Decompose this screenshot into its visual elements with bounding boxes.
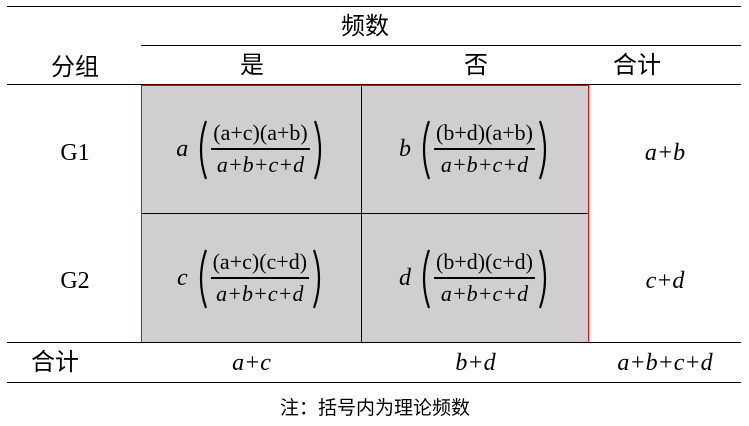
right-paren-icon: [538, 249, 547, 308]
cell-g2-yes: c (a+c)(c+d)a+b+c+d: [142, 215, 361, 342]
formula: c (a+c)(c+d)a+b+c+d: [177, 248, 326, 310]
left-paren-icon: [422, 249, 431, 308]
row-total-g1: a+b: [644, 140, 686, 166]
cell-g1-yes: a (a+c)(a+b)a+b+c+d: [142, 86, 361, 213]
observed-value: b: [399, 136, 412, 162]
row-total-g2: c+d: [645, 268, 685, 294]
denominator: a+b+c+d: [216, 152, 305, 177]
left-paren-icon: [200, 120, 208, 179]
denominator: a+b+c+d: [440, 152, 529, 177]
observed-value: a: [176, 136, 189, 162]
expected-fraction: (a+c)(a+b)a+b+c+d: [211, 120, 310, 179]
column-header-total: 合计: [613, 53, 661, 79]
denominator: a+b+c+d: [216, 281, 304, 306]
cell-g1-no: b (b+d)(a+b)a+b+c+d: [363, 86, 588, 213]
row-label-g1: G1: [60, 140, 90, 166]
numerator: (b+d)(c+d): [434, 249, 535, 279]
column-total-no: b+d: [455, 350, 496, 376]
group-header: 分组: [51, 55, 99, 81]
column-total-yes: a+c: [232, 350, 271, 376]
expected-fraction: (a+c)(c+d)a+b+c+d: [210, 249, 310, 308]
formula: d (b+d)(c+d)a+b+c+d: [399, 248, 552, 310]
right-paren-icon: [313, 120, 321, 179]
observed-value: d: [399, 265, 412, 291]
expected-fraction: (b+d)(a+b)a+b+c+d: [434, 120, 535, 179]
observed-frequency-block: [141, 85, 589, 343]
inner-horizontal-divider: [142, 213, 588, 214]
header-bottom-rule: [7, 84, 741, 85]
observed-value: c: [176, 265, 188, 291]
right-paren-icon: [538, 120, 547, 179]
table-top-rule: [7, 6, 741, 7]
frequency-underline: [141, 45, 741, 46]
expected-fraction: (b+d)(c+d)a+b+c+d: [434, 249, 535, 308]
inner-vertical-divider: [361, 86, 362, 343]
numerator: (b+d)(a+b): [434, 120, 535, 150]
grand-total: a+b+c+d: [617, 350, 713, 376]
left-paren-icon: [199, 249, 207, 308]
cell-g2-no: d (b+d)(c+d)a+b+c+d: [363, 215, 588, 342]
right-paren-icon: [312, 249, 321, 308]
numerator: (a+c)(c+d): [210, 249, 310, 279]
denominator: a+b+c+d: [440, 281, 529, 306]
table-bottom-rule: [7, 382, 741, 383]
formula: b (b+d)(a+b)a+b+c+d: [399, 119, 552, 181]
body-bottom-rule: [7, 342, 741, 343]
formula: a (a+c)(a+b)a+b+c+d: [176, 119, 326, 181]
column-header-no: 否: [464, 53, 488, 79]
total-row-label: 合计: [31, 350, 79, 376]
table-note: 注：括号内为理论频数: [279, 398, 470, 419]
left-paren-icon: [422, 120, 431, 179]
frequency-header: 频数: [341, 14, 389, 40]
column-header-yes: 是: [240, 53, 264, 79]
row-label-g2: G2: [60, 268, 90, 294]
numerator: (a+c)(a+b): [211, 120, 310, 150]
